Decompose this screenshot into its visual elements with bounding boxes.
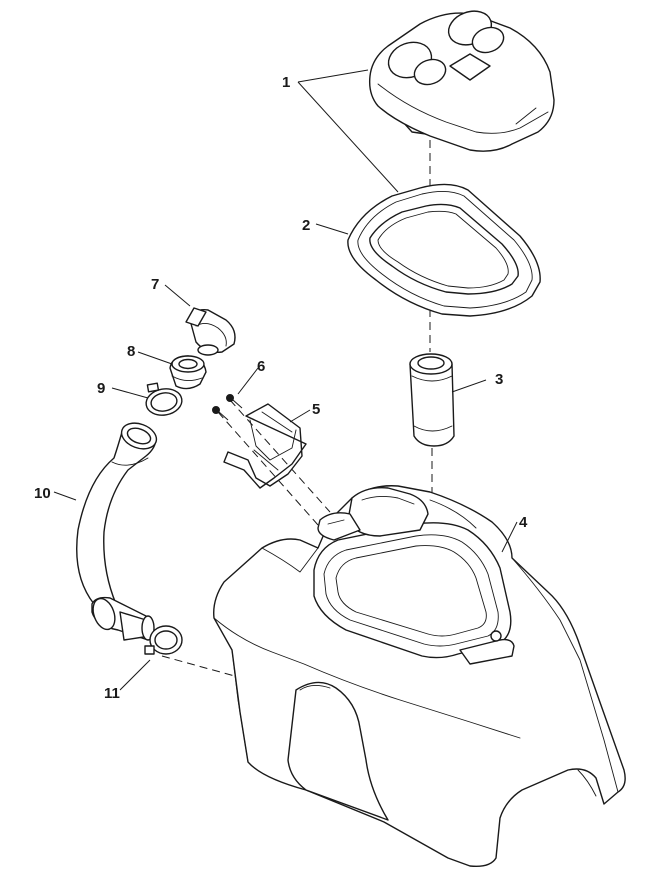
callout-8: 8 [127,343,135,360]
callout-10: 10 [34,485,51,502]
callout-6: 6 [257,358,265,375]
part-8-fitting [169,355,207,390]
callout-9: 9 [97,380,105,397]
part-1-lid-cover [368,10,555,152]
part-7-cap [185,307,236,356]
part-6-screws [212,394,243,421]
part-10-hose [76,422,158,641]
part-4-tank-body [213,485,626,868]
part-2-gasket [347,183,541,317]
callout-7: 7 [151,276,159,293]
callout-1: 1 [282,74,290,91]
callout-5: 5 [312,401,320,418]
leader-lines [53,69,518,691]
callout-labels: 1 2 3 4 5 6 7 8 9 10 11 [34,74,528,702]
part-9-clamp [145,382,183,416]
callout-3: 3 [495,371,503,388]
callout-2: 2 [302,217,310,234]
part-5-bracket [223,403,307,489]
callout-11: 11 [104,685,120,702]
callout-4: 4 [519,514,528,531]
part-3-filter [409,353,455,447]
part-11-clamp [144,625,183,655]
